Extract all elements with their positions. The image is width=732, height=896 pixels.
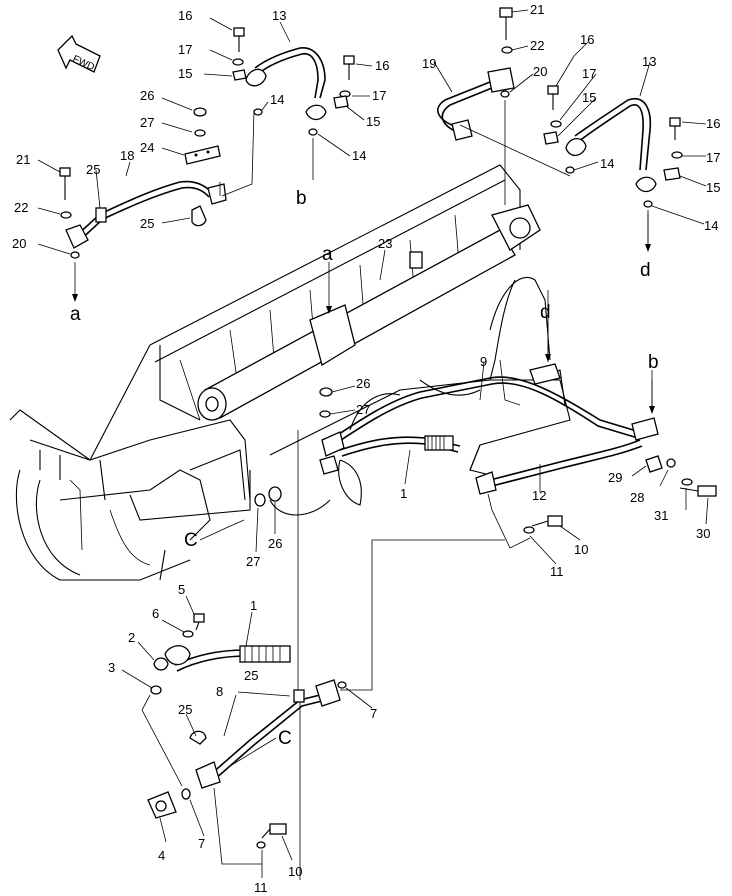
callout-11: 11 xyxy=(254,880,268,895)
callout-31: 31 xyxy=(654,508,668,523)
callout-15: 15 xyxy=(366,114,380,129)
callout-16: 16 xyxy=(178,8,192,23)
callout-17: 17 xyxy=(372,88,386,103)
callout-22: 22 xyxy=(530,38,544,53)
callout-19: 19 xyxy=(422,56,436,71)
callout-17: 17 xyxy=(706,150,720,165)
callout-16: 16 xyxy=(706,116,720,131)
pipe-assembly-center xyxy=(254,290,717,691)
pipe-assembly-left xyxy=(59,107,255,259)
callout-24: 24 xyxy=(140,140,154,155)
callout-27: 27 xyxy=(140,115,154,130)
callout-16: 16 xyxy=(375,58,389,73)
callout-4: 4 xyxy=(158,848,165,863)
callout-25: 25 xyxy=(178,702,192,717)
callout-5: 5 xyxy=(178,582,185,597)
callout-25: 25 xyxy=(140,216,154,231)
callout-13: 13 xyxy=(272,8,286,23)
callout-3: 3 xyxy=(108,660,115,675)
connector-b-right: b xyxy=(648,352,659,373)
connector-d-top: d xyxy=(640,260,651,281)
callout-16: 16 xyxy=(580,32,594,47)
callout-25: 25 xyxy=(86,162,100,177)
fwd-arrow-icon: FWD xyxy=(57,34,101,73)
connector-c-lower: C xyxy=(278,728,292,749)
callout-15: 15 xyxy=(178,66,192,81)
callout-26: 26 xyxy=(356,376,370,391)
callout-23: 23 xyxy=(378,236,392,251)
callout-22: 22 xyxy=(14,200,28,215)
callout-25: 25 xyxy=(244,668,258,683)
connector-arrows xyxy=(72,214,655,767)
lift-cylinder xyxy=(197,204,541,421)
callout-1: 1 xyxy=(400,486,407,501)
callout-20: 20 xyxy=(533,64,547,79)
callout-27: 27 xyxy=(246,554,260,569)
callout-26: 26 xyxy=(140,88,154,103)
callout-11: 11 xyxy=(550,564,564,579)
callout-29: 29 xyxy=(608,470,622,485)
callout-6: 6 xyxy=(152,606,159,621)
callout-20: 20 xyxy=(12,236,26,251)
callout-14: 14 xyxy=(352,148,366,163)
callout-14: 14 xyxy=(600,156,614,171)
connector-c-upper: C xyxy=(184,530,198,551)
callout-14: 14 xyxy=(704,218,718,233)
boom-frame xyxy=(9,164,571,581)
callout-18: 18 xyxy=(120,148,134,163)
callout-15: 15 xyxy=(706,180,720,195)
callout-9: 9 xyxy=(480,354,487,369)
callout-1: 1 xyxy=(250,598,257,613)
connector-a-center: a xyxy=(322,244,333,265)
callout-10: 10 xyxy=(288,864,302,879)
pipe-assembly-right xyxy=(437,7,683,248)
hose-assembly-left xyxy=(232,27,355,180)
callout-17: 17 xyxy=(178,42,192,57)
callout-12: 12 xyxy=(532,488,546,503)
connector-d-center: d xyxy=(540,302,551,323)
lower-detail-assembly xyxy=(141,430,347,880)
callout-26: 26 xyxy=(268,536,282,551)
callout-10: 10 xyxy=(574,542,588,557)
connector-a-left: a xyxy=(70,304,81,325)
connector-b-top: b xyxy=(296,188,307,209)
callout-17: 17 xyxy=(582,66,596,81)
callout-7: 7 xyxy=(198,836,205,851)
callout-21: 21 xyxy=(16,152,30,167)
callout-14: 14 xyxy=(270,92,284,107)
callout-leaders xyxy=(37,9,709,878)
callout-15: 15 xyxy=(582,90,596,105)
callout-7: 7 xyxy=(370,706,377,721)
callout-30: 30 xyxy=(696,526,710,541)
callout-13: 13 xyxy=(642,54,656,69)
callout-27: 27 xyxy=(356,402,370,417)
callout-21: 21 xyxy=(530,2,544,17)
callout-28: 28 xyxy=(630,490,644,505)
callout-8: 8 xyxy=(216,684,223,699)
callout-labels: 16 13 17 15 16 17 14 15 14 26 27 24 18 2… xyxy=(12,2,720,895)
callout-2: 2 xyxy=(128,630,135,645)
connector-labels: a b a d d b C C xyxy=(70,188,659,749)
